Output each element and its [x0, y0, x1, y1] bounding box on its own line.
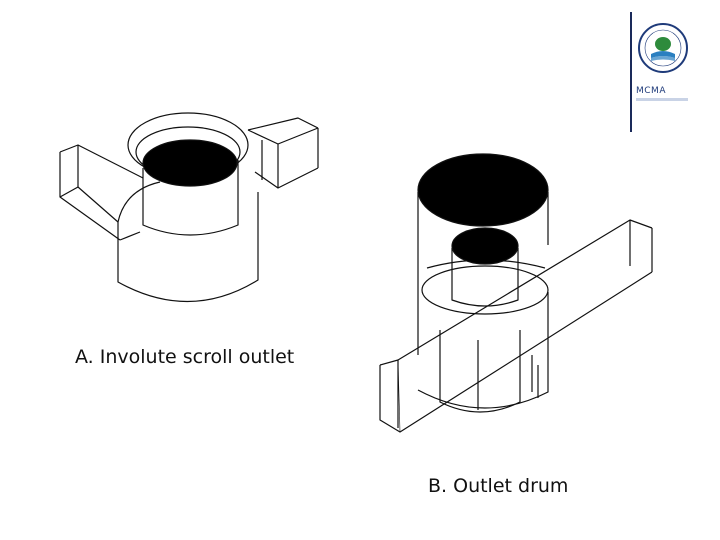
logo-tagline-bar: [636, 98, 688, 101]
logo-divider: [630, 12, 632, 132]
caption-outlet-drum: B. Outlet drum: [428, 475, 569, 497]
epa-seal-icon: [633, 18, 693, 106]
involute-scroll-outlet: [59, 112, 319, 303]
logo-wordmark: MCMA: [636, 86, 666, 96]
caption-involute-scroll-outlet: A. Involute scroll outlet: [75, 346, 295, 368]
outlet-drum: [379, 153, 653, 433]
